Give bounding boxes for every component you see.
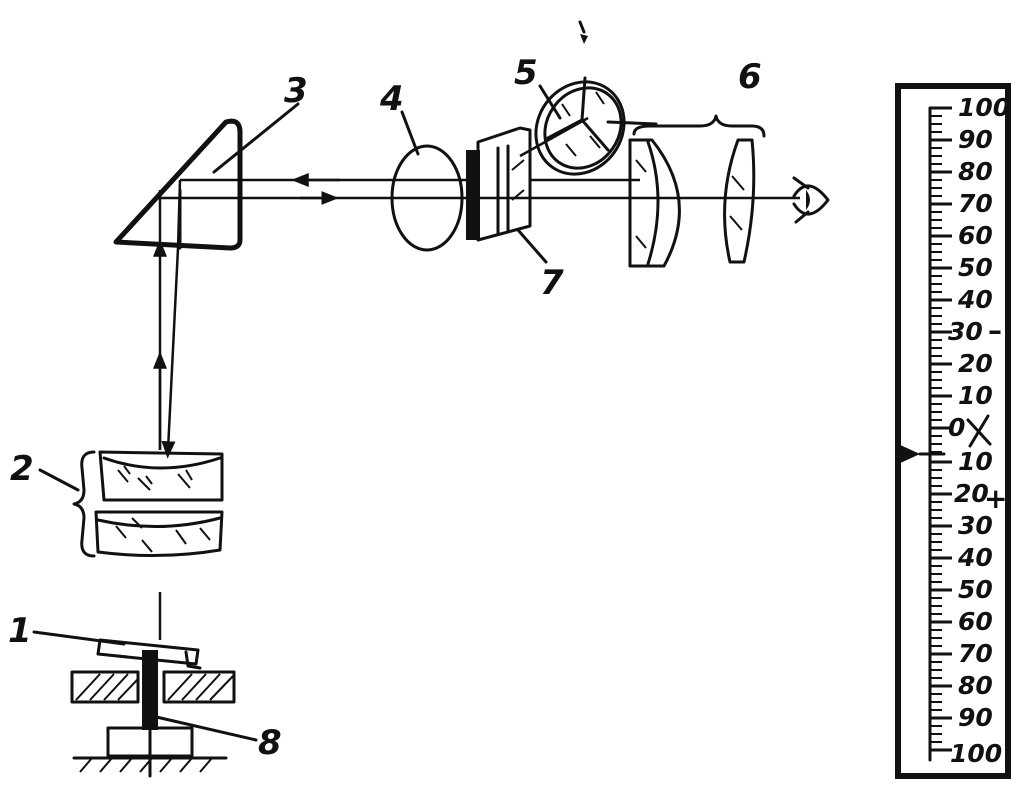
eyepiece-brace <box>632 114 766 138</box>
scale-minor-ticks <box>930 115 942 743</box>
scale-top-30: 30 <box>948 317 983 346</box>
scale-bottom-30: 30 <box>958 511 993 540</box>
vertical-rays <box>153 179 182 640</box>
scale-top-80: 80 <box>958 157 993 186</box>
scale-bottom-10: 10 <box>958 447 993 476</box>
lens-upper <box>98 450 224 502</box>
scale-top-100: 100 <box>958 93 1010 122</box>
disc-5 <box>519 20 658 176</box>
prism-3 <box>113 118 243 251</box>
label-8: 8 <box>258 723 282 763</box>
zero-cross-mark <box>966 414 992 448</box>
scale-major-ticks <box>930 106 952 752</box>
scale-top-10: 10 <box>958 381 993 410</box>
scale-top-50: 50 <box>958 253 993 282</box>
scale-bottom-70: 70 <box>958 639 993 668</box>
measuring-scale: 100 90 80 70 60 50 40 30 20 10 – 0 10 20… <box>895 83 1011 779</box>
scale-pointer-icon <box>898 444 920 464</box>
scale-bottom-40: 40 <box>957 543 993 572</box>
sample-plate-1 <box>96 638 200 666</box>
scale-top-60: 60 <box>958 221 993 250</box>
lens-pair-brace <box>72 450 96 558</box>
base-stage <box>70 638 236 778</box>
label-3: 3 <box>284 71 308 111</box>
scale-bottom-60: 60 <box>958 607 993 636</box>
scale-bottom-100: 100 <box>950 739 1002 768</box>
scale-top-20: 20 <box>958 349 993 378</box>
label-4: 4 <box>379 79 404 119</box>
label-6: 6 <box>738 57 762 97</box>
eyepiece-6 <box>628 114 766 268</box>
label-1: 1 <box>8 611 32 651</box>
label-5: 5 <box>514 53 538 93</box>
scale-top-70: 70 <box>958 189 993 218</box>
eye-icon <box>792 176 830 224</box>
scale-bottom-90: 90 <box>958 703 993 732</box>
scale-zero: 0 <box>948 413 965 442</box>
stage-block-right <box>162 670 236 704</box>
scale-plus-sign: + <box>984 482 1007 515</box>
leader-lines <box>32 84 562 742</box>
stage-block-left <box>70 670 140 704</box>
scale-minus-sign: – <box>988 314 1002 347</box>
scale-frame <box>895 83 1011 779</box>
lens-pair-2 <box>72 450 224 558</box>
label-2: 2 <box>10 449 34 489</box>
scale-top-40: 40 <box>957 285 993 314</box>
pin-8 <box>142 650 158 730</box>
label-7: 7 <box>540 263 564 303</box>
scale-bottom-50: 50 <box>958 575 993 604</box>
lens-4 <box>390 144 464 252</box>
scale-bottom-80: 80 <box>958 671 993 700</box>
scale-top-90: 90 <box>958 125 993 154</box>
wedge-7 <box>466 126 532 242</box>
lens-lower <box>94 510 224 558</box>
scale-bottom-20: 20 <box>954 479 989 508</box>
